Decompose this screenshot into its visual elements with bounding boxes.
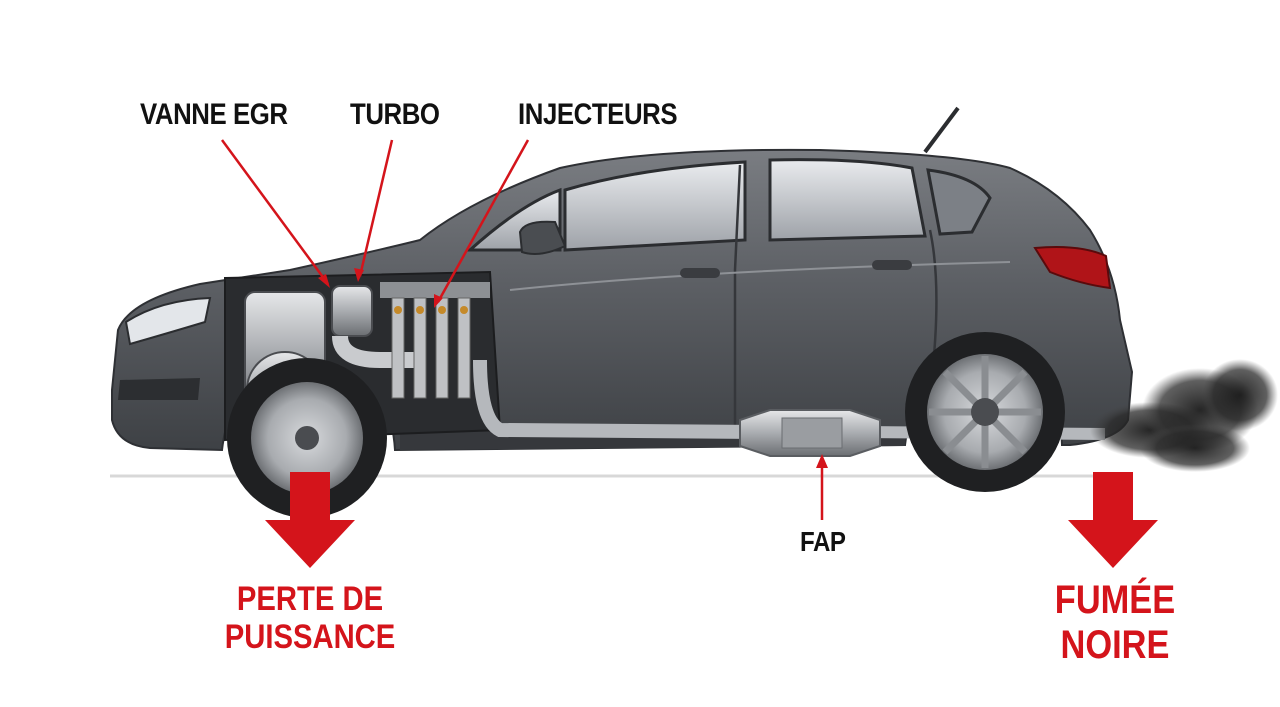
rear-wheel [905,332,1065,492]
black-smoke-down-arrow-icon [1068,472,1158,568]
injector-tip [416,306,424,314]
rear-door-handle [872,260,912,270]
front-grille [118,378,200,400]
turbo-pointer-line-icon [358,139,394,277]
power-loss-down-arrow-icon [265,472,355,568]
injector [457,297,471,399]
side-mirror [518,220,567,255]
fuel-rail [380,282,490,298]
tail-light [1033,246,1112,290]
character-line [509,261,1011,291]
egr-turbo-unit [331,285,373,337]
smoke-cloud-icon [1090,359,1278,472]
egr-pointer-line-icon [220,139,330,285]
dpf-label: FAP [800,526,846,557]
exhaust-pipe-front [473,359,761,439]
front-door-handle [680,268,720,278]
power-loss-line1: PERTE DE [236,580,384,618]
power-loss-effect: PERTE DE PUISSANCE [215,580,404,656]
injectors-pointer-head-icon [434,294,443,308]
rear-quarter-window [926,168,992,236]
injector-tip [394,306,402,314]
injectors-label: INJECTEURS [518,98,678,131]
rear-door-window [768,158,927,242]
front-wheel [227,358,387,518]
front-door-window [563,160,747,252]
door-seam [733,164,742,430]
dpf-core [781,417,843,449]
turbo-label: TURBO [350,98,440,131]
intake-pipe [332,335,420,368]
black-smoke-effect: FUMÉE NOIRE [1033,578,1196,668]
injector-group [391,297,471,399]
egr-valve-label: VANNE EGR [140,98,288,131]
injector-tip [460,306,468,314]
injector [391,297,405,399]
black-smoke-line1: FUMÉE [1054,578,1176,622]
power-loss-line2: PUISSANCE [224,618,396,657]
turbo-pointer-head-icon [354,268,364,282]
headlight [124,296,212,346]
injector-tip [438,306,446,314]
injectors-pointer-line-icon [436,139,530,303]
injector [413,297,427,399]
dpf-pointer-head-icon [816,454,828,468]
black-smoke-line2: NOIRE [1060,622,1170,667]
egr-pointer-head-icon [318,274,330,288]
antenna [923,106,960,154]
